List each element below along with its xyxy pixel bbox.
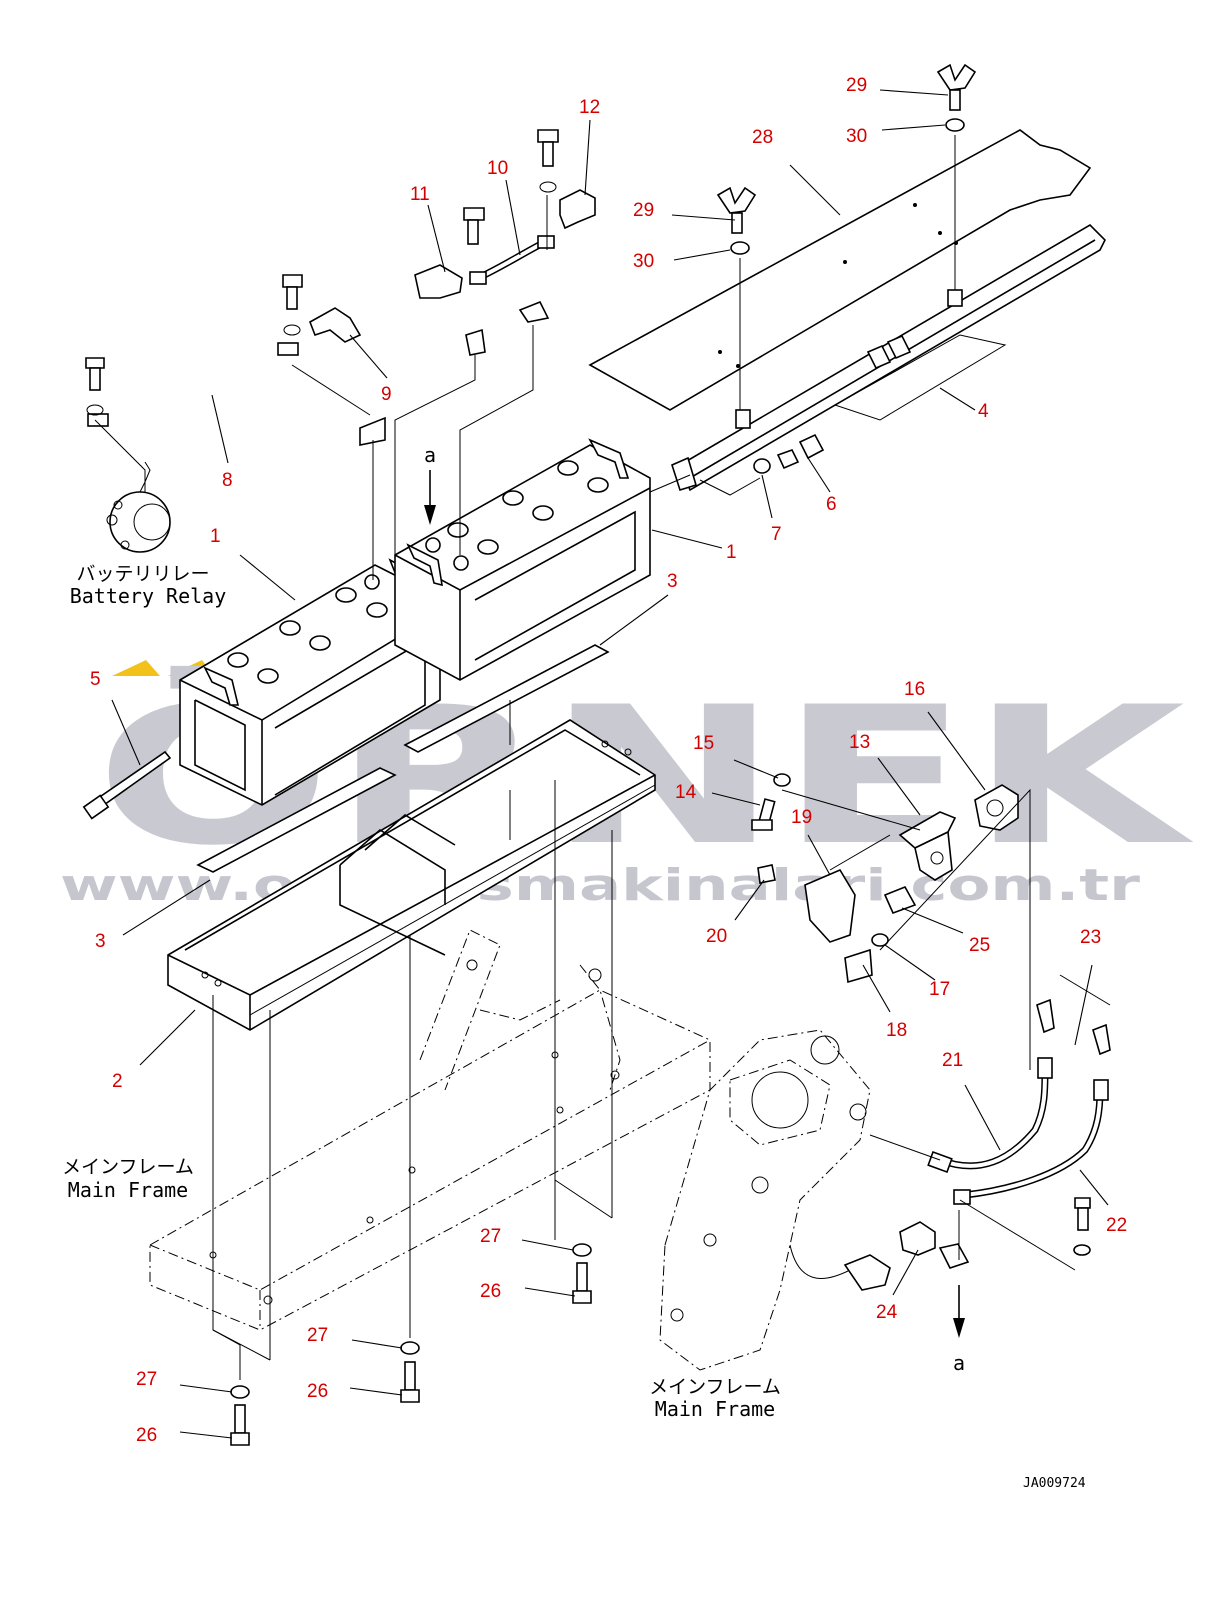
callout-27-a: 27 <box>136 1369 157 1390</box>
main-frame-2-label-en: Main Frame <box>655 1397 775 1421</box>
callout-30-mid: 30 <box>633 251 654 272</box>
callout-3-left: 3 <box>95 931 106 952</box>
bottom-bolts <box>230 1243 592 1446</box>
callout-19: 19 <box>791 807 812 828</box>
battery-relay-label-en: Battery Relay <box>70 584 227 608</box>
callout-23: 23 <box>1080 927 1101 948</box>
callout-11: 11 <box>410 184 430 205</box>
terminal-cap-9 <box>282 274 386 446</box>
battery-right <box>394 438 651 681</box>
callout-29-mid: 29 <box>633 200 654 221</box>
cable-10 <box>463 129 559 285</box>
callout-6: 6 <box>826 494 837 515</box>
callout-12: 12 <box>579 97 600 118</box>
callout-leaders <box>111 89 1109 1439</box>
main-frame-2-label-jp: メインフレーム <box>649 1376 781 1398</box>
callout-26-c: 26 <box>480 1281 501 1302</box>
callout-20: 20 <box>706 926 727 947</box>
callout-17: 17 <box>929 979 950 1000</box>
wing-bolts <box>716 63 977 255</box>
callout-3-right: 3 <box>667 571 678 592</box>
callout-28: 28 <box>752 127 773 148</box>
switch-group <box>751 773 1019 984</box>
callout-18: 18 <box>886 1020 907 1041</box>
callout-1-left: 1 <box>210 526 221 547</box>
callout-26-a: 26 <box>136 1425 157 1446</box>
main-frame-label-en: Main Frame <box>68 1178 188 1202</box>
callout-16: 16 <box>904 679 925 700</box>
terminal-caps-11-12 <box>414 189 596 356</box>
callout-13: 13 <box>849 732 870 753</box>
callout-29-top: 29 <box>846 75 867 96</box>
cable-8 <box>85 342 299 427</box>
callout-27-b: 27 <box>307 1325 328 1346</box>
main-frame-right <box>659 1029 871 1371</box>
callout-24: 24 <box>876 1302 898 1323</box>
callouts: 1 1 2 3 3 4 5 6 7 8 9 10 11 12 13 14 15 … <box>90 75 1127 1446</box>
callout-7: 7 <box>771 524 782 545</box>
ref-a-top: a <box>424 443 436 467</box>
cover-plate <box>588 129 1092 411</box>
ref-a-bottom: a <box>953 1351 965 1375</box>
ref-arrows <box>424 470 965 1338</box>
callout-9: 9 <box>381 384 392 405</box>
callout-4: 4 <box>978 401 989 422</box>
rubber-pads <box>196 644 610 873</box>
callout-2: 2 <box>112 1071 123 1092</box>
callout-5: 5 <box>90 669 101 690</box>
callout-10: 10 <box>487 158 508 179</box>
hold-down-bracket <box>671 223 1106 492</box>
callout-30-top: 30 <box>846 126 867 147</box>
main-frame-label-jp: メインフレーム <box>62 1156 194 1178</box>
cables-21-22-23 <box>843 998 1111 1291</box>
callout-22: 22 <box>1106 1215 1127 1236</box>
callout-14: 14 <box>675 782 697 803</box>
battery-relay-label-jp: バッテリリレー <box>76 563 209 585</box>
watermark-accent-left <box>112 660 160 676</box>
battery-relay <box>106 461 171 553</box>
callout-25: 25 <box>969 935 990 956</box>
nuts-washers <box>753 433 825 474</box>
callout-27-c: 27 <box>480 1226 501 1247</box>
watermark-url: www.ornekismakinalari.com.tr <box>60 860 1140 911</box>
drawing-code: JA009724 <box>1023 1476 1086 1491</box>
cad-labels: バッテリリレー Battery Relay メインフレーム Main Frame… <box>62 443 1086 1491</box>
battery-tray <box>167 719 656 1031</box>
callout-21: 21 <box>942 1050 963 1071</box>
callout-1-right: 1 <box>726 542 737 563</box>
rod <box>82 750 172 820</box>
callout-15: 15 <box>693 733 714 754</box>
callout-8: 8 <box>222 470 233 491</box>
reference-lines <box>94 135 1111 1380</box>
callout-26-b: 26 <box>307 1381 328 1402</box>
